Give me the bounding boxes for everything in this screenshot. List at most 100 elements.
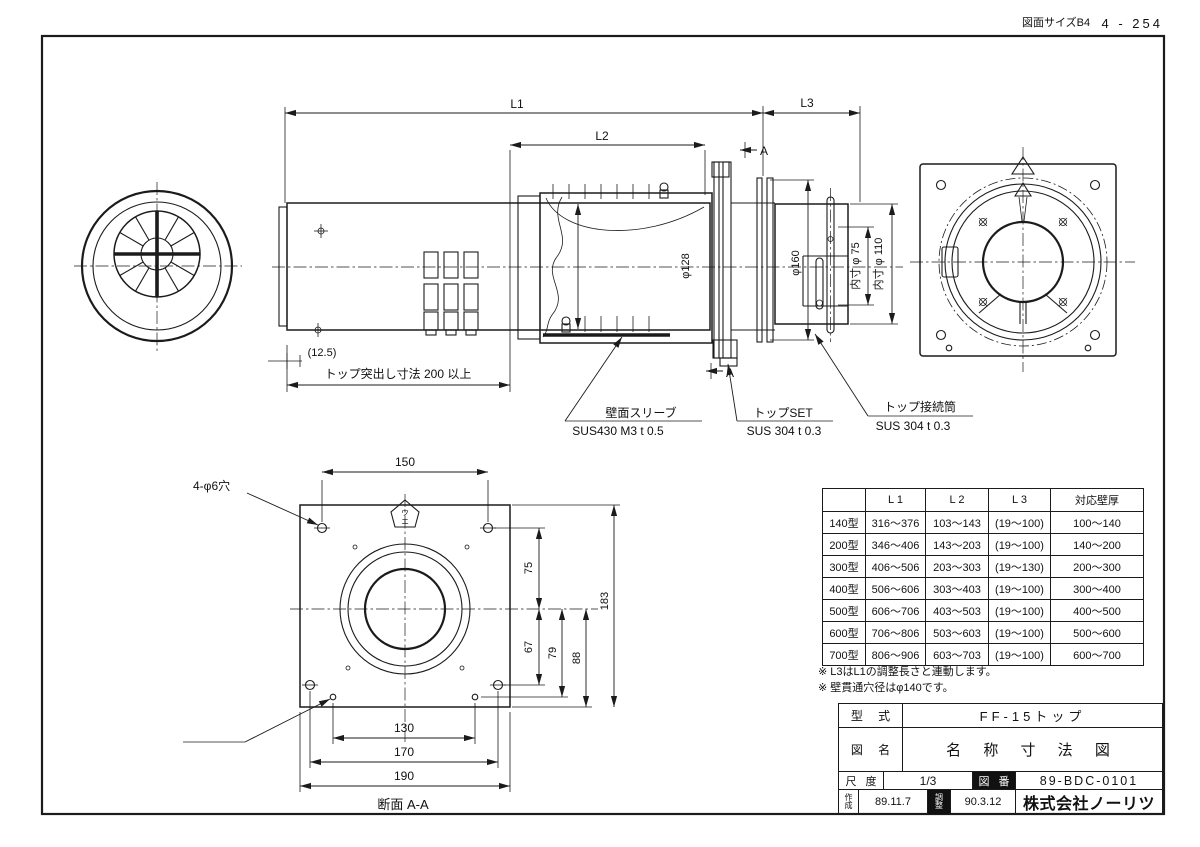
scale-label: 尺 度: [839, 772, 884, 789]
table-cell: 203〜303: [925, 555, 989, 578]
svg-text:エ: エ: [401, 517, 409, 526]
holes-label: 4-φ6穴: [193, 478, 230, 493]
table-row: 300型 406〜506 203〜303 (19〜130) 200〜300: [822, 555, 1144, 578]
table-cell: (19〜130): [988, 555, 1051, 578]
dim-79: 79: [547, 647, 559, 659]
dim-l1: L1: [510, 97, 524, 111]
table-cell: 406〜506: [865, 555, 926, 578]
table-row: 700型 806〜906 603〜703 (19〜100) 600〜700: [822, 643, 1144, 666]
callout-top-set: トップSET SUS 304 t 0.3: [726, 363, 833, 438]
small-hole: [945, 344, 953, 352]
table-cell: 300型: [822, 555, 866, 578]
table-cell: 400〜500: [1050, 599, 1144, 622]
table-row: 400型 506〜606 303〜403 (19〜100) 300〜400: [822, 577, 1144, 600]
created-label: 作成: [839, 790, 859, 814]
screw-mark: [311, 323, 325, 337]
svg-text:トップSET: トップSET: [753, 406, 813, 420]
table-row: 600型 706〜806 503〜603 (19〜100) 500〜600: [822, 621, 1144, 644]
table-cell: 600型: [822, 621, 866, 644]
adjusted-date: 90.3.12: [951, 790, 1016, 814]
fan-grille: [113, 210, 201, 298]
corner-hole: [1089, 329, 1101, 341]
bolt-icon: [561, 316, 571, 326]
up-triangle-mark: [1014, 181, 1032, 197]
table-cell: 200型: [822, 533, 866, 556]
table-cell: 100〜140: [1050, 511, 1144, 534]
corner-hole: [1089, 179, 1101, 191]
section-arrow-top: A: [740, 142, 768, 158]
dim-l2: L2: [595, 129, 609, 143]
adjusted-label-text: 調整: [935, 792, 943, 810]
table-cell: 346〜406: [865, 533, 926, 556]
table-header: [822, 488, 866, 512]
table-cell: 200〜300: [1050, 555, 1144, 578]
louver-grid: [423, 251, 479, 336]
up-house-mark: ウ エ: [390, 499, 420, 528]
dim-170: 170: [394, 745, 414, 759]
table-cell: 300〜400: [1050, 577, 1144, 600]
small-hole: [471, 693, 479, 701]
model-label: 型 式: [839, 704, 903, 728]
table-cell: 500〜600: [1050, 621, 1144, 644]
bolt-hole: [302, 522, 506, 691]
svg-text:壁面スリーブ: 壁面スリーブ: [605, 405, 676, 420]
screw-mark: [978, 217, 1068, 307]
corner-hole: [935, 329, 947, 341]
svg-text:SUS430 M3 t 0.5: SUS430 M3 t 0.5: [572, 424, 664, 438]
size-table-wrap: L 1 L 2 L 3 対応壁厚 140型 316〜376 103〜143 (1…: [822, 488, 1144, 666]
connector-pipe: [774, 188, 849, 342]
dim-130: 130: [394, 721, 414, 735]
pin: [815, 257, 824, 310]
protrusion-note: トップ突出し寸法 200 以上: [325, 366, 472, 381]
dim-inner110: 内寸 φ 110: [871, 238, 885, 291]
scale-value: 1/3: [884, 772, 973, 789]
svg-text:A: A: [760, 144, 768, 158]
table-cell: (19〜100): [988, 643, 1051, 666]
svg-text:トップ接続筒: トップ接続筒: [884, 399, 956, 414]
dim-88: 88: [571, 652, 583, 664]
callout-top-connector: トップ接続筒 SUS 304 t 0.3: [814, 333, 973, 433]
side-view: L1 L3 L2 A A: [268, 96, 973, 438]
table-row: 500型 606〜706 403〜503 (19〜100) 400〜500: [822, 599, 1144, 622]
table-cell: 603〜703: [925, 643, 989, 666]
adjusted-label: 調整: [928, 790, 951, 814]
table-header: L 2: [925, 488, 989, 512]
table-cell: 500型: [822, 599, 866, 622]
small-hole: [329, 693, 337, 701]
top-set-collar: [756, 177, 774, 343]
svg-text:SUS 304 t 0.3: SUS 304 t 0.3: [747, 424, 822, 438]
table-cell: 606〜706: [865, 599, 926, 622]
table-header: L 1: [865, 488, 926, 512]
corner-hole: [935, 179, 947, 191]
dim-dia128: φ128: [680, 253, 692, 279]
drawing-name-value: 名 称 寸 法 図: [946, 742, 1119, 760]
dim-75: 75: [523, 562, 535, 574]
drawing-name-label: 図 名: [839, 728, 903, 772]
table-cell: 706〜806: [865, 621, 926, 644]
dim-inner75: 内寸 φ 75: [848, 242, 862, 289]
sheet-size-label: 図面サイズB4: [1022, 15, 1090, 29]
section-caption: 断面 A-A: [377, 797, 429, 812]
table-cell: 600〜700: [1050, 643, 1144, 666]
table-cell: 403〜503: [925, 599, 989, 622]
side-box: [941, 246, 959, 278]
table-cell: (19〜100): [988, 621, 1051, 644]
table-header: L 3: [988, 488, 1051, 512]
svg-text:ウ: ウ: [401, 508, 409, 517]
table-cell: 140型: [822, 511, 866, 534]
page-number: 4 - 254: [1102, 16, 1163, 31]
table-cell: (19〜100): [988, 599, 1051, 622]
table-cell: (19〜100): [988, 577, 1051, 600]
up-triangle-mark: [1010, 155, 1036, 175]
number-value: 89-BDC-0101: [1039, 773, 1139, 788]
callout-wall-sleeve: 壁面スリーブ SUS430 M3 t 0.5: [564, 336, 702, 438]
table-cell: 806〜906: [865, 643, 926, 666]
table-cell: 143〜203: [925, 533, 989, 556]
table-row: 140型 316〜376 103〜143 (19〜100) 100〜140: [822, 511, 1144, 534]
top-body: [286, 202, 711, 331]
number-label: 図 番: [973, 772, 1016, 789]
dim-150: 150: [395, 455, 415, 469]
rear-flange-view: [910, 147, 1135, 372]
wall-sleeve: [517, 182, 713, 344]
